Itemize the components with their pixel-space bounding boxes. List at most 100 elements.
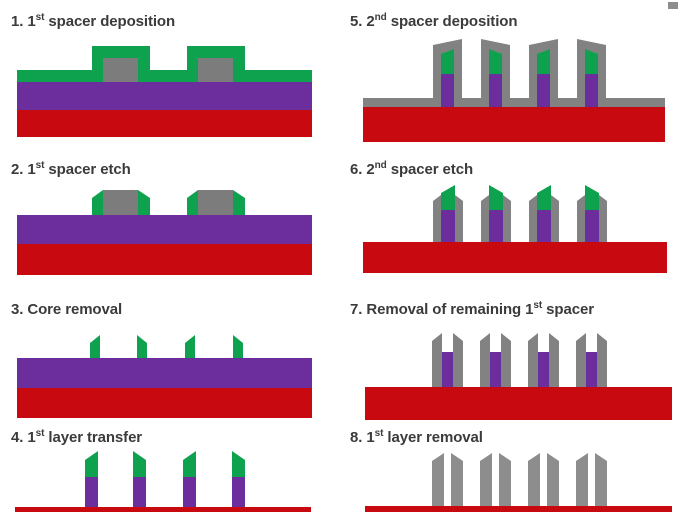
p7-spacer-2R	[501, 333, 511, 387]
p3-substrate	[17, 388, 312, 418]
p8-line-5	[528, 453, 540, 512]
p4-cap-2	[133, 451, 146, 477]
title-superscript: nd	[374, 12, 387, 23]
p3-spacer-2	[137, 335, 147, 358]
title-superscript: st	[35, 160, 45, 171]
p5-cap-1	[441, 49, 454, 74]
p7-spacer-3R	[549, 333, 559, 387]
panel-8-diagram	[365, 453, 672, 512]
p6-pillar-1	[441, 210, 455, 242]
p5-pillar-1	[441, 74, 454, 107]
p7-pillar-1	[442, 352, 453, 387]
p6-pillar-4	[585, 210, 599, 242]
panel-3-diagram	[17, 335, 312, 418]
p7-spacer-1R	[453, 333, 463, 387]
p7-spacer-4L	[576, 333, 586, 387]
title-text: spacer deposition	[386, 13, 518, 30]
p7-spacer-2L	[480, 333, 490, 387]
title-text: 1. 1	[11, 13, 36, 30]
title-text: spacer	[542, 301, 594, 318]
p5-spacer-film	[363, 39, 665, 107]
title-text: spacer deposition	[44, 13, 176, 30]
p7-pillar-3	[538, 352, 549, 387]
p1-underlayer	[17, 82, 312, 110]
p2-spacer-4	[233, 190, 245, 215]
p4-substrate	[15, 507, 311, 512]
title-text: 2. 1	[11, 161, 36, 178]
panel-8-title: 8. 1st layer removal	[350, 429, 483, 447]
p6-substrate	[363, 242, 667, 273]
p6-spacer-2R	[503, 195, 511, 242]
title-superscript: st	[35, 428, 45, 439]
p1-core-2	[198, 58, 233, 82]
p4-pillar-4	[232, 477, 245, 508]
p6-spacer-1L	[433, 195, 441, 242]
panel-2-diagram	[17, 190, 312, 275]
p6-spacer-3L	[529, 195, 537, 242]
panel-4-diagram	[15, 451, 311, 512]
title-text: 8. 1	[350, 429, 375, 446]
p5-cap-2	[489, 49, 502, 74]
p3-underlayer	[17, 358, 312, 388]
panel-5-diagram	[363, 39, 665, 142]
p5-pillar-4	[585, 74, 598, 107]
p2-spacer-1	[92, 190, 103, 215]
p6-cap-3	[537, 185, 551, 210]
p1-substrate	[17, 110, 312, 137]
p8-substrate	[365, 506, 672, 512]
title-superscript: st	[533, 300, 543, 311]
title-text: 6. 2	[350, 161, 375, 178]
p8-line-2	[451, 453, 463, 512]
p4-cap-4	[232, 451, 245, 477]
title-text: 7. Removal of remaining 1	[350, 301, 534, 318]
p6-cap-2	[489, 185, 503, 210]
title-text: layer transfer	[44, 429, 143, 446]
p2-substrate	[17, 244, 312, 275]
p6-spacer-2L	[481, 195, 489, 242]
p3-spacer-4	[233, 335, 243, 358]
panel-1-diagram	[17, 46, 312, 137]
panel-1-title: 1. 1st spacer deposition	[11, 13, 175, 31]
p8-line-7	[576, 453, 588, 512]
title-text: layer removal	[383, 429, 483, 446]
p4-cap-1	[85, 451, 98, 477]
title-superscript: nd	[374, 160, 387, 171]
title-superscript: st	[35, 12, 45, 23]
p8-line-8	[595, 453, 607, 512]
cropped-artifact	[668, 2, 678, 9]
p2-core-1	[103, 190, 138, 215]
p8-line-1	[432, 453, 444, 512]
p2-core-2	[198, 190, 233, 215]
p1-core-1	[103, 58, 138, 82]
p6-pillar-2	[489, 210, 503, 242]
p5-pillar-2	[489, 74, 502, 107]
p6-cap-4	[585, 185, 599, 210]
title-text: 3. Core removal	[11, 301, 123, 318]
title-text: spacer etch	[44, 161, 131, 178]
p2-underlayer	[17, 215, 312, 244]
p4-cap-3	[183, 451, 196, 477]
p6-spacer-1R	[455, 195, 463, 242]
p6-spacer-4L	[577, 195, 585, 242]
p4-pillar-1	[85, 477, 98, 508]
p8-line-4	[499, 453, 511, 512]
p6-spacer-4R	[599, 195, 607, 242]
panel-2-title: 2. 1st spacer etch	[11, 161, 131, 179]
p1-spacer-film	[17, 46, 312, 82]
p6-pillar-3	[537, 210, 551, 242]
title-text: spacer etch	[386, 161, 474, 178]
p5-substrate	[363, 107, 665, 142]
p7-pillar-4	[586, 352, 597, 387]
panel-5-title: 5. 2nd spacer deposition	[350, 13, 517, 31]
panel-7-title: 7. Removal of remaining 1st spacer	[350, 301, 594, 319]
p7-substrate	[365, 387, 672, 420]
panel-4-title: 4. 1st layer transfer	[11, 429, 142, 447]
p5-cap-4	[585, 49, 598, 74]
panel-3-title: 3. Core removal	[11, 301, 122, 319]
p7-spacer-4R	[597, 333, 607, 387]
title-superscript: st	[374, 428, 384, 439]
p4-pillar-2	[133, 477, 146, 508]
p7-spacer-1L	[432, 333, 442, 387]
p8-line-6	[547, 453, 559, 512]
